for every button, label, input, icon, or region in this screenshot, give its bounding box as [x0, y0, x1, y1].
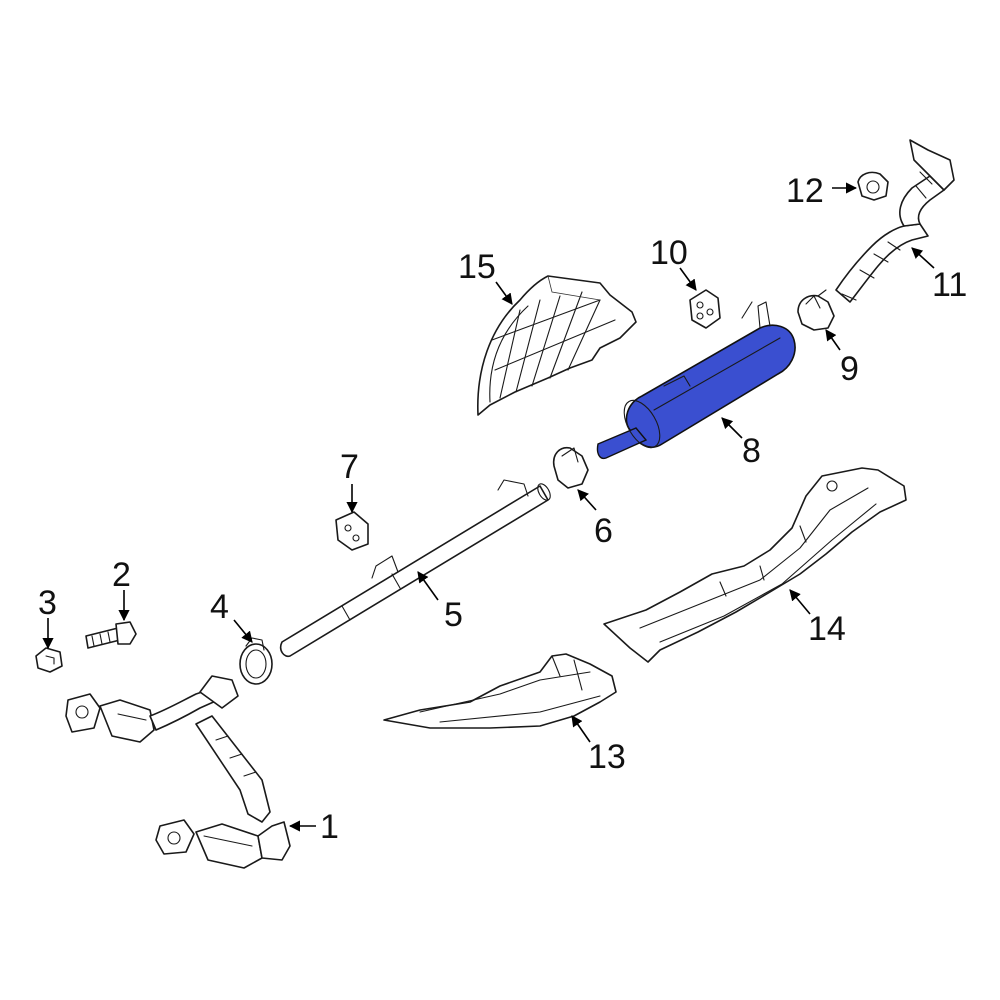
part-2-bolt[interactable]	[85, 621, 137, 649]
part-15-heat-shield[interactable]	[477, 275, 637, 416]
leader-lines	[42, 182, 935, 832]
part-6-hanger[interactable]	[552, 446, 589, 489]
callout-15[interactable]: 15	[458, 248, 496, 286]
callout-2[interactable]: 2	[112, 556, 131, 594]
callout-11[interactable]: 11	[932, 266, 967, 304]
callout-labels: 1 2 3 4 5 6 7 8 9 10 11 12 13 14 15	[38, 172, 967, 846]
callout-7[interactable]: 7	[340, 448, 359, 486]
part-14-heat-shield[interactable]	[603, 467, 907, 663]
part-1-converter-assembly[interactable]	[65, 675, 291, 869]
part-5-intermediate-pipe[interactable]	[279, 479, 553, 658]
part-12-insulator[interactable]	[857, 171, 889, 201]
callout-14[interactable]: 14	[808, 610, 846, 648]
callout-4[interactable]: 4	[210, 588, 229, 626]
callout-12[interactable]: 12	[786, 172, 824, 210]
callout-13[interactable]: 13	[588, 738, 626, 776]
callout-1[interactable]: 1	[320, 808, 339, 846]
callout-3[interactable]: 3	[38, 584, 57, 622]
callout-5[interactable]: 5	[444, 596, 463, 634]
part-3-nut[interactable]	[35, 647, 63, 673]
part-9-hanger[interactable]	[797, 289, 835, 331]
callout-10[interactable]: 10	[650, 234, 688, 272]
part-13-heat-shield[interactable]	[383, 653, 617, 729]
callout-6[interactable]: 6	[594, 512, 613, 550]
callout-8[interactable]: 8	[742, 432, 761, 470]
part-7-insulator[interactable]	[335, 511, 369, 551]
part-10-insulator[interactable]	[689, 289, 721, 329]
part-8-muffler[interactable]	[596, 301, 796, 460]
part-4-clamp[interactable]	[239, 637, 273, 685]
callout-9[interactable]: 9	[840, 350, 859, 388]
part-11-tailpipe[interactable]	[835, 139, 955, 303]
